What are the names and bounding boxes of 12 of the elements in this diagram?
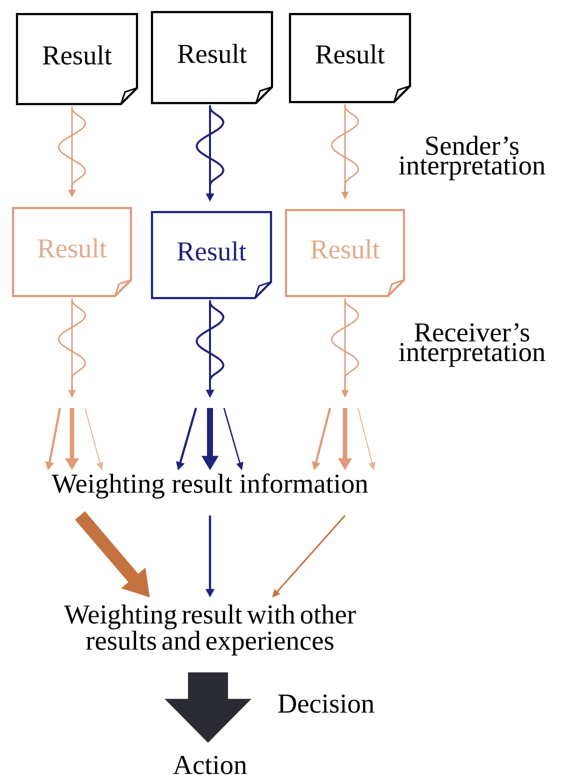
document-box: Result (288, 12, 412, 104)
step-text: Action (173, 756, 247, 774)
step-text: Weighting result with other results and experiences (64, 604, 356, 656)
document-box: Result (284, 208, 406, 298)
stage-label: Receiver’s interpretation (398, 323, 546, 367)
document-box: Result (150, 210, 272, 300)
stage-label: Sender’s interpretation (398, 136, 546, 180)
edge-label: Decision (274, 692, 378, 716)
step-text: Weighting result information (52, 473, 368, 499)
document-box: Result (16, 12, 138, 106)
document-box: Result (12, 206, 132, 298)
document-box: Result (150, 10, 274, 104)
